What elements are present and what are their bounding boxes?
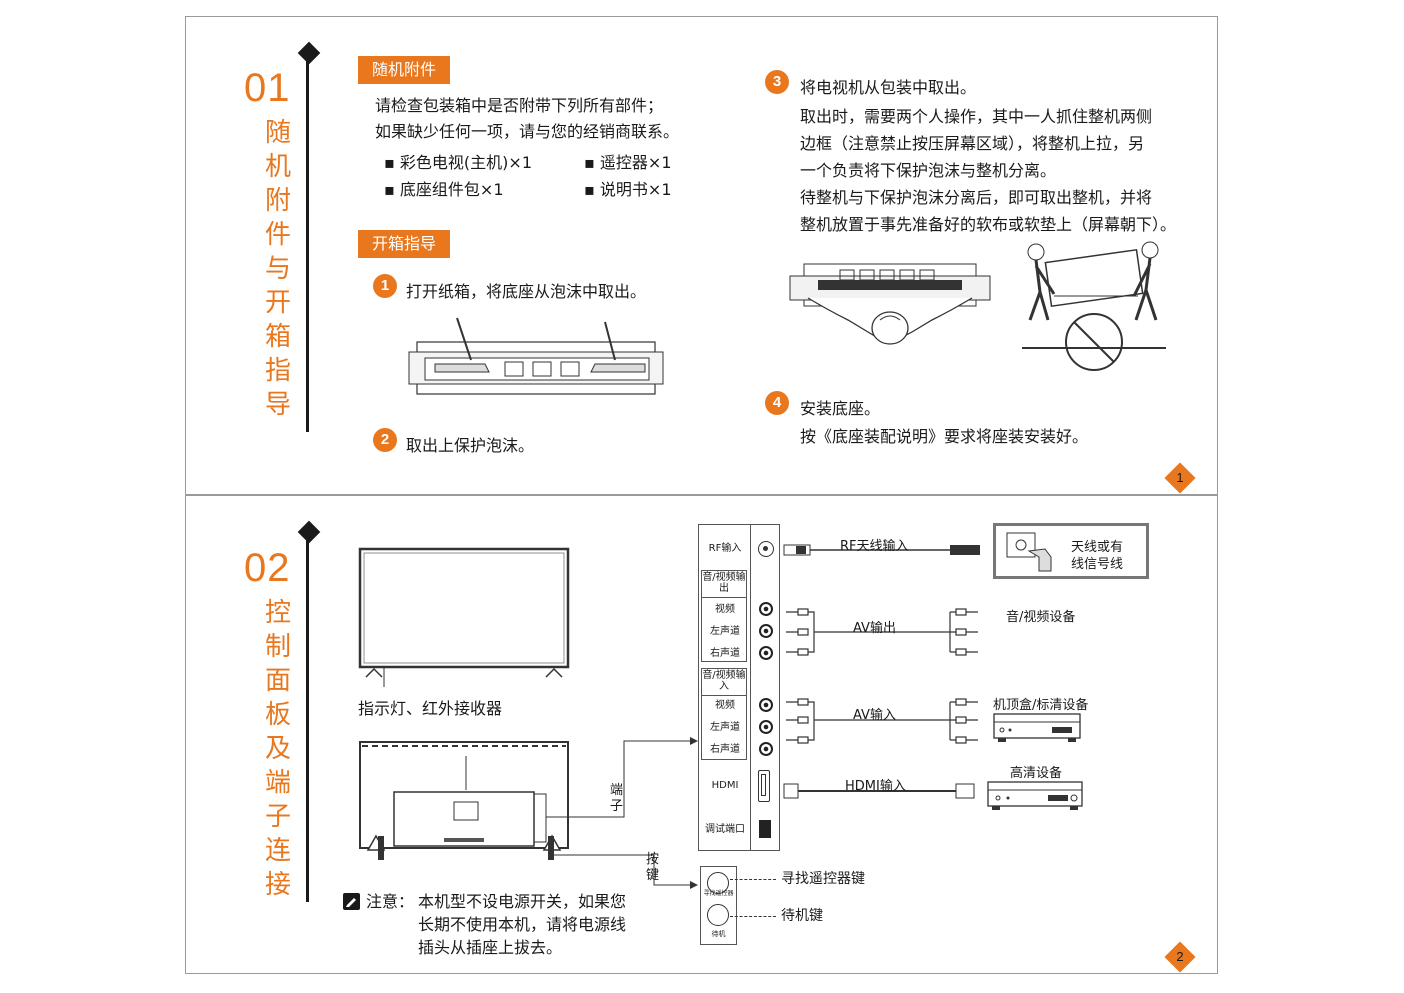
standby-small-label: 待机 <box>711 930 726 938</box>
step-3-line: 整机放置于事先准备好的软布或软垫上（屏幕朝下）。 <box>800 215 1177 234</box>
find-remote-label: 寻找遥控器键 <box>781 871 865 887</box>
hdmi-port[interactable] <box>758 770 770 802</box>
section-divider-line <box>306 540 309 902</box>
tv-front-illustration <box>358 547 570 687</box>
note-line: 本机型不设电源开关，如果您 <box>418 892 627 911</box>
accessories-intro-1: 请检查包装箱中是否附带下列所有部件； <box>375 96 664 115</box>
terminal-label: 端子 <box>610 783 624 814</box>
step-2-badge: 2 <box>373 428 397 452</box>
av-out-left-label: 左声道 <box>710 626 740 637</box>
set-top-box-icon <box>993 713 1081 742</box>
step-3-line: 取出时，需要两个人操作，其中一人抓住整机两侧 <box>800 107 1153 126</box>
step-4-badge: 4 <box>765 391 789 415</box>
av-in-right-label: 右声道 <box>710 744 740 755</box>
standby-label: 待机键 <box>781 908 823 924</box>
av-in-right-jack[interactable] <box>759 742 773 756</box>
step-3-badge: 3 <box>765 70 789 94</box>
foam-base-illustration <box>408 317 664 395</box>
rf-cable-label: RF天线输入 <box>840 539 909 554</box>
carry-tv-illustration <box>1022 241 1166 371</box>
section-divider-line <box>306 60 309 432</box>
av-in-video-label: 视频 <box>715 700 735 711</box>
accessories-intro-2: 如果缺少任何一项，请与您的经销商联系。 <box>375 122 680 141</box>
page-number: 1 <box>1176 470 1184 485</box>
accessory-item: ▪ 彩色电视(主机)×1 <box>384 153 533 172</box>
rf-input-label: RF输入 <box>708 543 742 554</box>
section-number-01: 01 <box>244 66 291 110</box>
lift-tv-illustration <box>789 263 991 345</box>
step-1-text: 打开纸箱，将底座从泡沫中取出。 <box>406 282 647 301</box>
av-out-title: 音/视频输出 <box>701 572 747 598</box>
standby-button[interactable] <box>707 904 729 926</box>
rf-input-jack[interactable] <box>758 541 774 557</box>
av-out-video-label: 视频 <box>715 604 735 615</box>
debug-port-label: 调试端口 <box>705 824 745 835</box>
page-number: 2 <box>1176 949 1184 964</box>
av-out-box <box>701 570 747 662</box>
av-out-right-jack[interactable] <box>759 646 773 660</box>
note-line: 长期不使用本机，请将电源线 <box>418 915 627 934</box>
step-1-badge: 1 <box>373 274 397 298</box>
av-out-right-label: 右声道 <box>710 648 740 659</box>
note-icon <box>343 893 360 910</box>
av-in-video-jack[interactable] <box>759 698 773 712</box>
accessories-tag: 随机附件 <box>358 56 451 84</box>
button-label: 按键 <box>646 852 660 883</box>
tv-back-illustration <box>359 741 569 860</box>
step-3-line: 待整机与下保护泡沫分离后，即可取出整机，并将 <box>800 188 1153 207</box>
terminal-panel-divider <box>750 524 751 851</box>
terminal-panel <box>698 524 780 851</box>
accessory-item: ▪ 遥控器×1 <box>584 153 672 172</box>
av-in-box <box>701 668 747 760</box>
find-remote-small-label: 寻找遥控器 <box>703 890 734 897</box>
debug-port[interactable] <box>759 820 771 838</box>
av-out-video-jack[interactable] <box>759 602 773 616</box>
page-1 <box>185 16 1218 495</box>
step-4-text: 按《底座装配说明》要求将座装安装好。 <box>800 427 1089 446</box>
standby-leader <box>730 916 776 917</box>
section-number-02: 02 <box>244 546 291 590</box>
hd-device-label: 高清设备 <box>1010 766 1063 781</box>
stb-device-label: 机顶盒/标清设备 <box>993 698 1089 713</box>
note-prefix: 注意： <box>366 892 415 911</box>
step-2-text: 取出上保护泡沫。 <box>406 436 535 455</box>
av-input-label: AV输入 <box>853 708 896 723</box>
antenna-label-1: 天线或有 <box>1071 540 1124 555</box>
find-remote-leader <box>730 879 776 880</box>
av-in-title: 音/视频输入 <box>701 670 747 696</box>
antenna-label-2: 线信号线 <box>1071 557 1124 572</box>
hdmi-label: HDMI <box>711 780 739 791</box>
step-4-title: 安装底座。 <box>800 399 881 418</box>
connector-lines <box>546 737 698 889</box>
hdmi-input-label: HDMI输入 <box>845 779 906 794</box>
step-3-line: 边框（注意禁止按压屏幕区域），将整机上拉，另 <box>800 134 1145 153</box>
unboxing-tag: 开箱指导 <box>358 230 451 258</box>
hd-device-icon <box>987 781 1083 810</box>
connection-diagram <box>783 544 980 799</box>
step-3-title: 将电视机从包装中取出。 <box>800 78 977 97</box>
section-title-02: 控制面 板及端 子连接 <box>264 598 291 900</box>
step-3-line: 一个负责将下保护泡沫与整机分离。 <box>800 161 1057 180</box>
wall-socket-icon <box>1006 532 1052 572</box>
accessory-item: ▪ 底座组件包×1 <box>384 180 504 199</box>
find-remote-button[interactable] <box>707 872 729 894</box>
av-device-label: 音/视频设备 <box>1006 610 1076 625</box>
note-line: 插头从插座上拔去。 <box>418 938 563 957</box>
indicator-label: 指示灯、红外接收器 <box>358 699 503 718</box>
accessory-item: ▪ 说明书×1 <box>584 180 672 199</box>
av-in-left-label: 左声道 <box>710 722 740 733</box>
section-title-01: 随机附 件与开 箱指导 <box>264 118 291 420</box>
av-in-left-jack[interactable] <box>759 720 773 734</box>
av-output-label: AV输出 <box>853 621 896 636</box>
av-out-left-jack[interactable] <box>759 624 773 638</box>
